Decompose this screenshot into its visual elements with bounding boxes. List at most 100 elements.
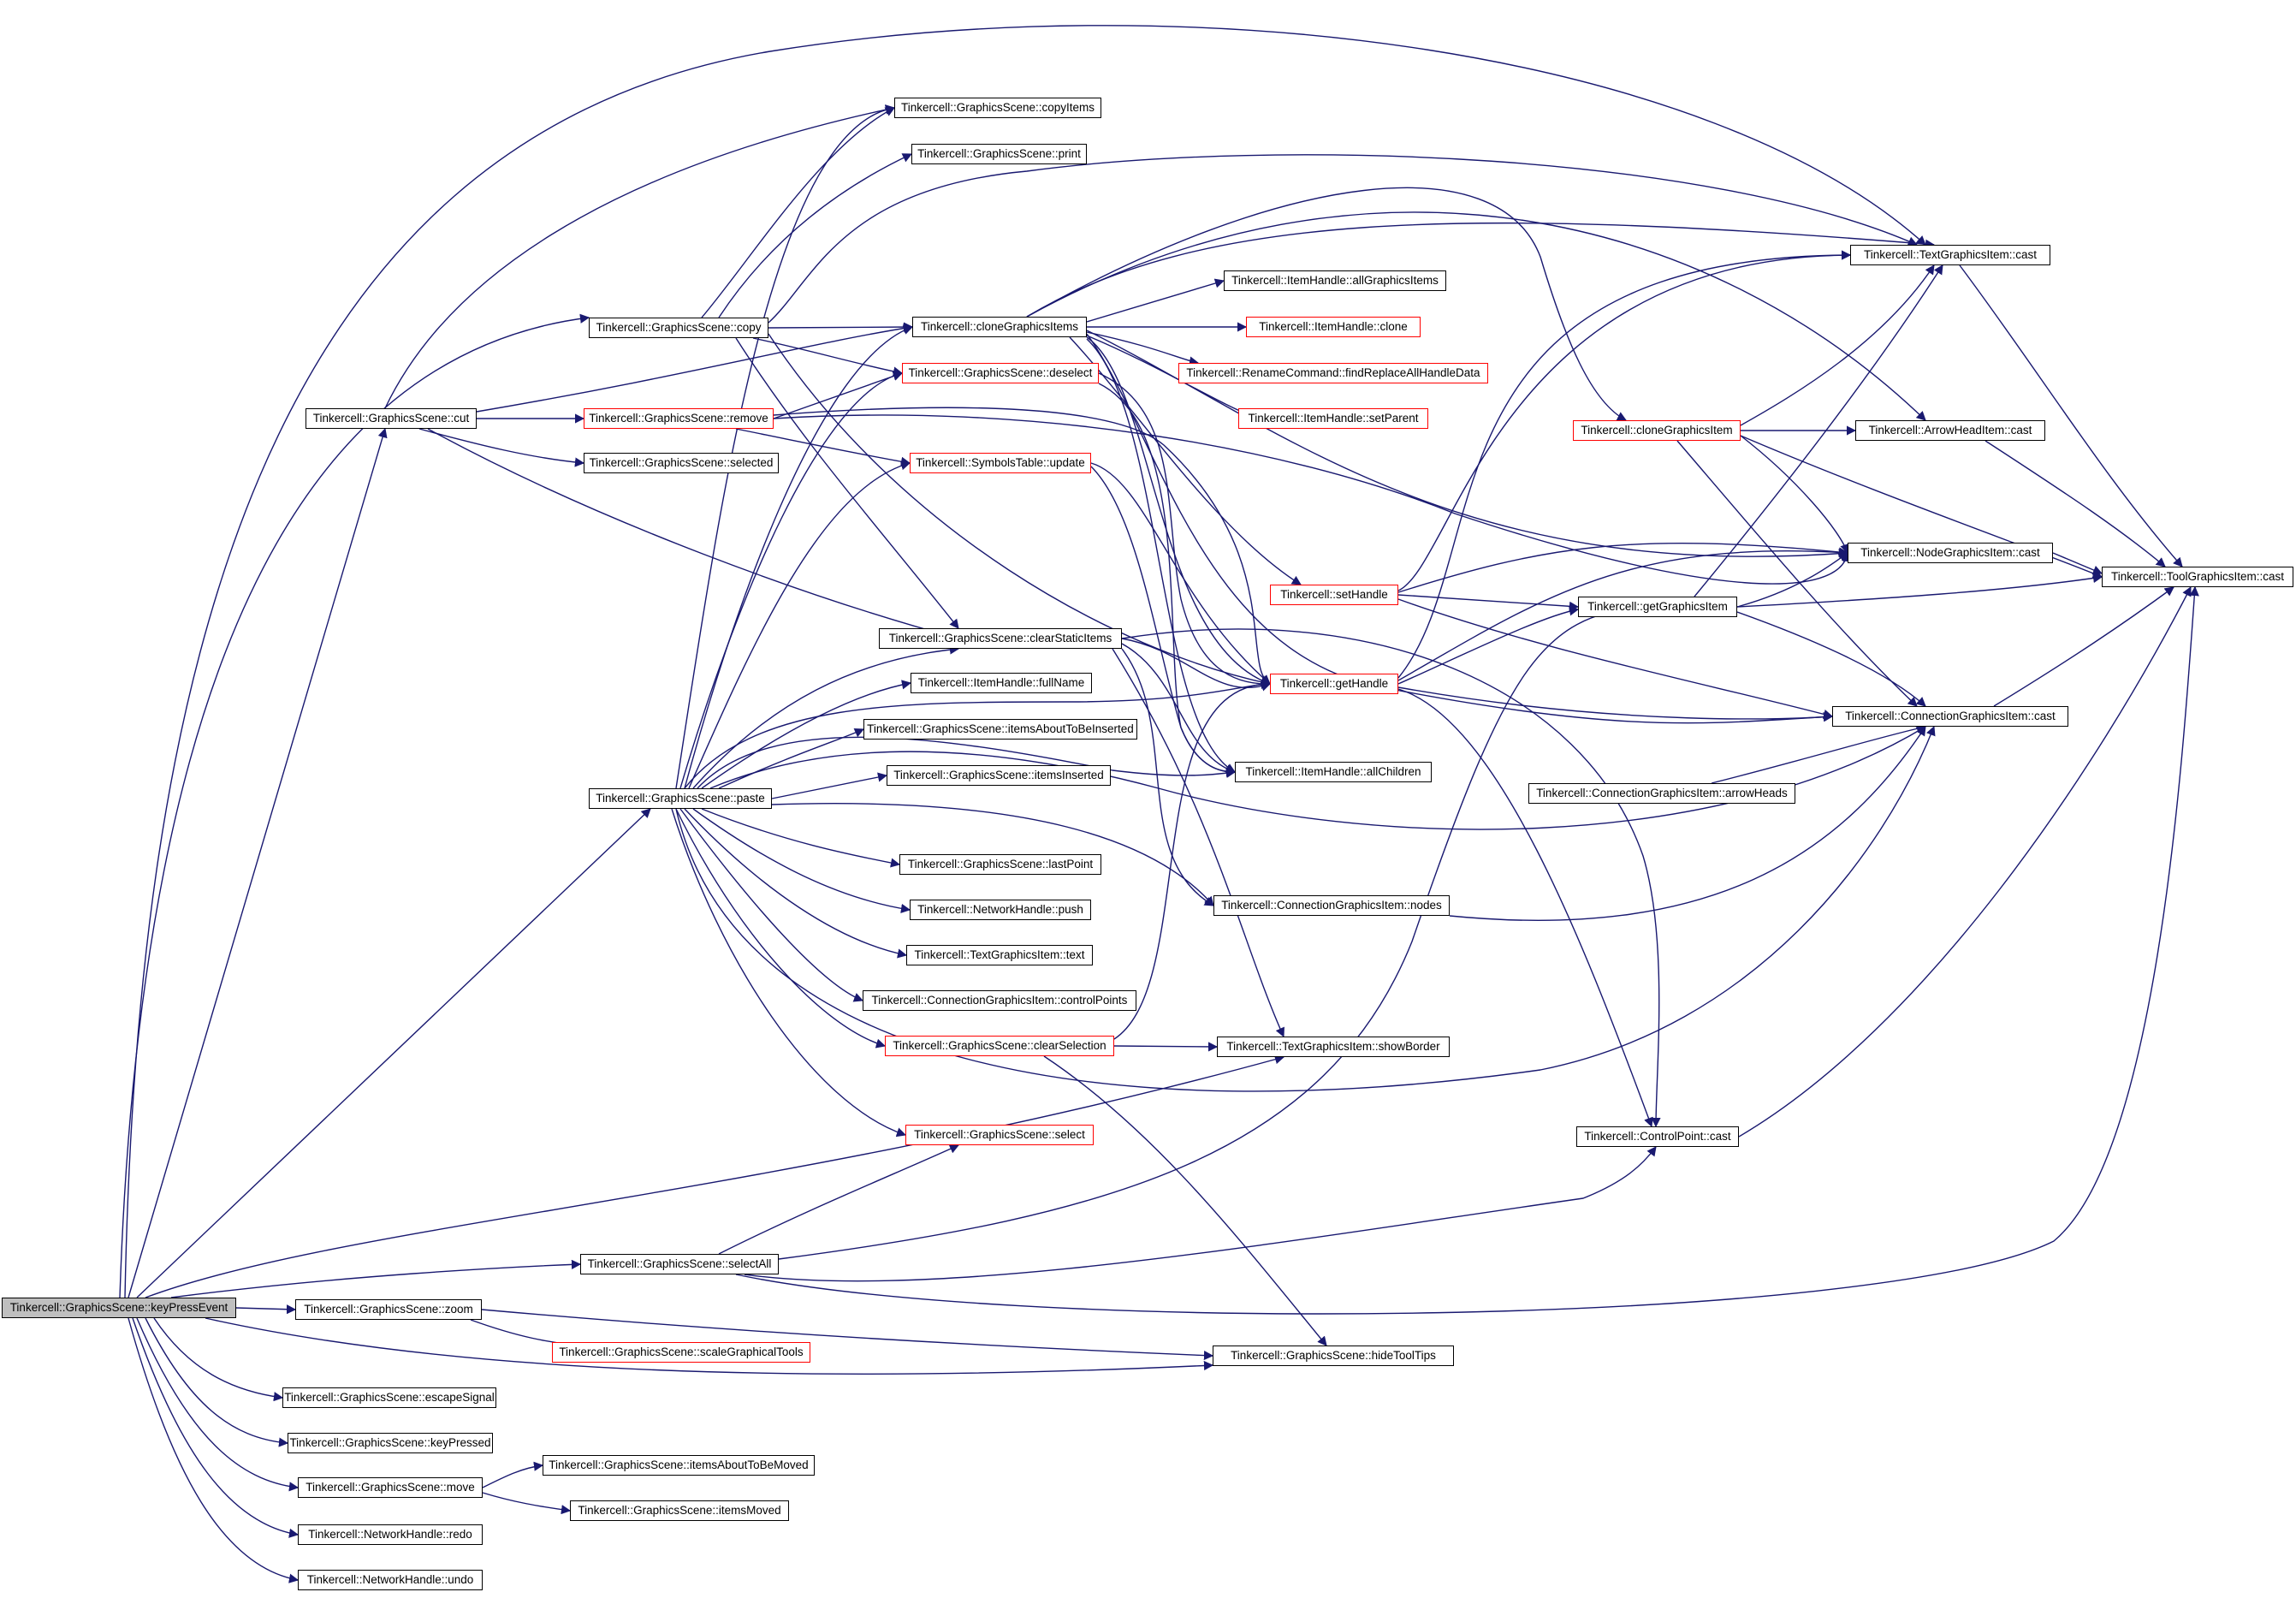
call-edge-cut-13 [384,104,896,409]
node-copy[interactable]: Tinkercell::GraphicsScene::copy [589,318,768,338]
node-itemsmoved[interactable]: Tinkercell::GraphicsScene::itemsMoved [570,1500,789,1521]
call-edge-root-6 [235,1304,297,1315]
node-print[interactable]: Tinkercell::GraphicsScene::print [911,144,1087,164]
call-edge-paste-32 [688,460,911,789]
node-itemsinserted[interactable]: Tinkercell::GraphicsScene::itemsInserted [887,765,1111,786]
call-edge-selectAll-54 [735,585,2199,1315]
node-hidetooltips[interactable]: Tinkercell::GraphicsScene::hideToolTips [1213,1346,1454,1366]
call-edge-root-5 [170,1259,582,1298]
call-edge-getHandle-86 [1397,547,1849,681]
node-cgi-nodes[interactable]: Tinkercell::ConnectionGraphicsItem::node… [1213,895,1450,916]
node-arrowheads[interactable]: Tinkercell::ConnectionGraphicsItem::arro… [1528,783,1795,804]
call-edge-getGraphicsItem-96 [1736,552,1848,608]
node-selected[interactable]: Tinkercell::GraphicsScene::selected [584,453,779,473]
call-edge-paste-43 [684,679,1272,789]
call-edge-root-3 [136,808,651,1298]
call-edge-paste-42 [671,808,907,1138]
node-copyitems[interactable]: Tinkercell::GraphicsScene::copyItems [894,98,1101,118]
node-arrowheaditem-cast[interactable]: Tinkercell::ArrowHeadItem::cast [1855,420,2045,441]
call-edge-paste-30 [684,325,914,789]
call-edge-paste-39 [684,808,908,959]
node-gethandle[interactable]: Tinkercell::getHandle [1270,674,1398,694]
node-nodegraphicsitem-cast[interactable]: Tinkercell::NodeGraphicsItem::cast [1848,543,2053,563]
node-allgraphicsitems[interactable]: Tinkercell::ItemHandle::allGraphicsItems [1224,270,1446,291]
call-edge-move-58 [482,1492,572,1515]
node-cut[interactable]: Tinkercell::GraphicsScene::cut [306,408,477,429]
node-remove[interactable]: Tinkercell::GraphicsScene::remove [584,408,774,429]
node-itemhandle-clone[interactable]: Tinkercell::ItemHandle::clone [1246,317,1421,337]
call-edge-clearSelection-49 [1043,1055,1327,1346]
call-edge-cloneGraphicsItems-76 [1026,187,1627,421]
call-edge-getGraphicsItem-97 [1694,264,1943,597]
call-edge-root-8 [153,1317,284,1402]
node-clearselection[interactable]: Tinkercell::GraphicsScene::clearSelectio… [885,1036,1114,1056]
call-edge-paste-46 [675,725,1936,1092]
node-textgraphicsitem-cast[interactable]: Tinkercell::TextGraphicsItem::cast [1850,245,2050,265]
node-move[interactable]: Tinkercell::GraphicsScene::move [298,1477,483,1498]
node-keypressevent: Tinkercell::GraphicsScene::keyPressEvent [2,1298,236,1318]
call-edge-textCast-100 [1959,264,2183,567]
call-edge-paste-40 [679,808,864,1002]
node-lastpoint[interactable]: Tinkercell::GraphicsScene::lastPoint [899,854,1101,875]
call-edge-paste-37 [701,808,901,868]
node-setparent[interactable]: Tinkercell::ItemHandle::setParent [1238,408,1428,429]
call-edge-move-57 [482,1461,544,1488]
node-fullname[interactable]: Tinkercell::ItemHandle::fullName [911,673,1092,693]
node-selectall[interactable]: Tinkercell::GraphicsScene::selectAll [580,1254,779,1274]
call-edge-getHandle-87 [1397,686,1834,722]
node-sethandle[interactable]: Tinkercell::setHandle [1270,585,1398,605]
node-toolgraphicsitem-cast[interactable]: Tinkercell::ToolGraphicsItem::cast [2102,567,2293,587]
node-push[interactable]: Tinkercell::NetworkHandle::push [910,900,1091,920]
call-edge-paste-33 [692,645,960,789]
node-keypressed[interactable]: Tinkercell::GraphicsScene::keyPressed [288,1433,493,1453]
call-edge-getHandle-85 [1397,250,1852,679]
call-edge-clearSelection-50 [1113,679,1272,1040]
node-controlpoint-cast[interactable]: Tinkercell::ControlPoint::cast [1576,1126,1739,1147]
node-itemsabouttobeinserted[interactable]: Tinkercell::GraphicsScene::itemsAboutToB… [863,719,1137,740]
call-edge-cloneGraphicsItems-78 [1086,330,1849,559]
call-edge-cloneGraphicsItem-94 [1740,435,2103,579]
node-redo[interactable]: Tinkercell::NetworkHandle::redo [298,1524,483,1545]
node-deselect[interactable]: Tinkercell::GraphicsScene::deselect [902,363,1099,383]
node-controlpoints[interactable]: Tinkercell::ConnectionGraphicsItem::cont… [863,990,1136,1011]
call-edge-paste-31 [679,371,904,789]
call-edge-deselect-64 [1098,372,1272,689]
call-edge-symbolsUpdate-67 [1090,466,1237,777]
node-clonegraphicsitem[interactable]: Tinkercell::cloneGraphicsItem [1573,420,1741,441]
node-symbolstable-update[interactable]: Tinkercell::SymbolsTable::update [910,453,1091,473]
call-edge-paste-35 [718,728,865,789]
node-select[interactable]: Tinkercell::GraphicsScene::select [905,1125,1094,1145]
node-getgraphicsitem[interactable]: Tinkercell::getGraphicsItem [1578,597,1737,617]
node-itemsabouttobemoved[interactable]: Tinkercell::GraphicsScene::itemsAboutToB… [543,1455,815,1476]
call-edge-remove-26 [735,428,911,466]
node-textgraphicsitem-text[interactable]: Tinkercell::TextGraphicsItem::text [906,945,1093,965]
node-clearstaticitems[interactable]: Tinkercell::GraphicsScene::clearStaticIt… [879,628,1122,649]
node-zoom[interactable]: Tinkercell::GraphicsScene::zoom [295,1299,482,1320]
node-findreplaceallhandledata[interactable]: Tinkercell::RenameCommand::findReplaceAl… [1178,363,1488,383]
node-undo[interactable]: Tinkercell::NetworkHandle::undo [298,1570,483,1590]
call-edge-paste-36 [771,772,888,799]
call-edge-cloneGraphicsItem-93 [1740,435,1849,555]
call-edge-copy-19 [718,153,913,318]
node-escapesignal[interactable]: Tinkercell::GraphicsScene::escapeSignal [282,1387,496,1408]
call-edge-copy-22 [768,154,1919,324]
call-edge-arrowHeadCast-101 [1985,440,2166,567]
node-allchildren[interactable]: Tinkercell::ItemHandle::allChildren [1235,762,1432,782]
call-edge-copy-18 [701,107,895,318]
call-edge-cloneGraphicsItems-75 [1026,222,1936,318]
call-edge-root-11 [132,1317,300,1538]
call-edge-cgiNodes-89 [1449,726,1926,922]
call-edge-root-9 [145,1317,289,1447]
call-edge-getGraphicsItem-98 [1736,573,2103,608]
node-showborder[interactable]: Tinkercell::TextGraphicsItem::showBorder [1217,1037,1450,1057]
node-connectiongraphicsitem-cast[interactable]: Tinkercell::ConnectionGraphicsItem::cast [1832,706,2068,727]
call-edge-setHandle-81 [1397,250,1852,591]
call-edge-cut-15 [418,428,585,467]
node-paste[interactable]: Tinkercell::GraphicsScene::paste [589,788,772,809]
call-edge-paste-41 [675,808,887,1049]
call-edge-root-4 [145,1054,1285,1298]
node-scalegraphicaltools[interactable]: Tinkercell::GraphicsScene::scaleGraphica… [552,1342,810,1363]
call-edge-remove-27 [773,407,1271,685]
node-clonegraphicsitems[interactable]: Tinkercell::cloneGraphicsItems [912,317,1087,337]
